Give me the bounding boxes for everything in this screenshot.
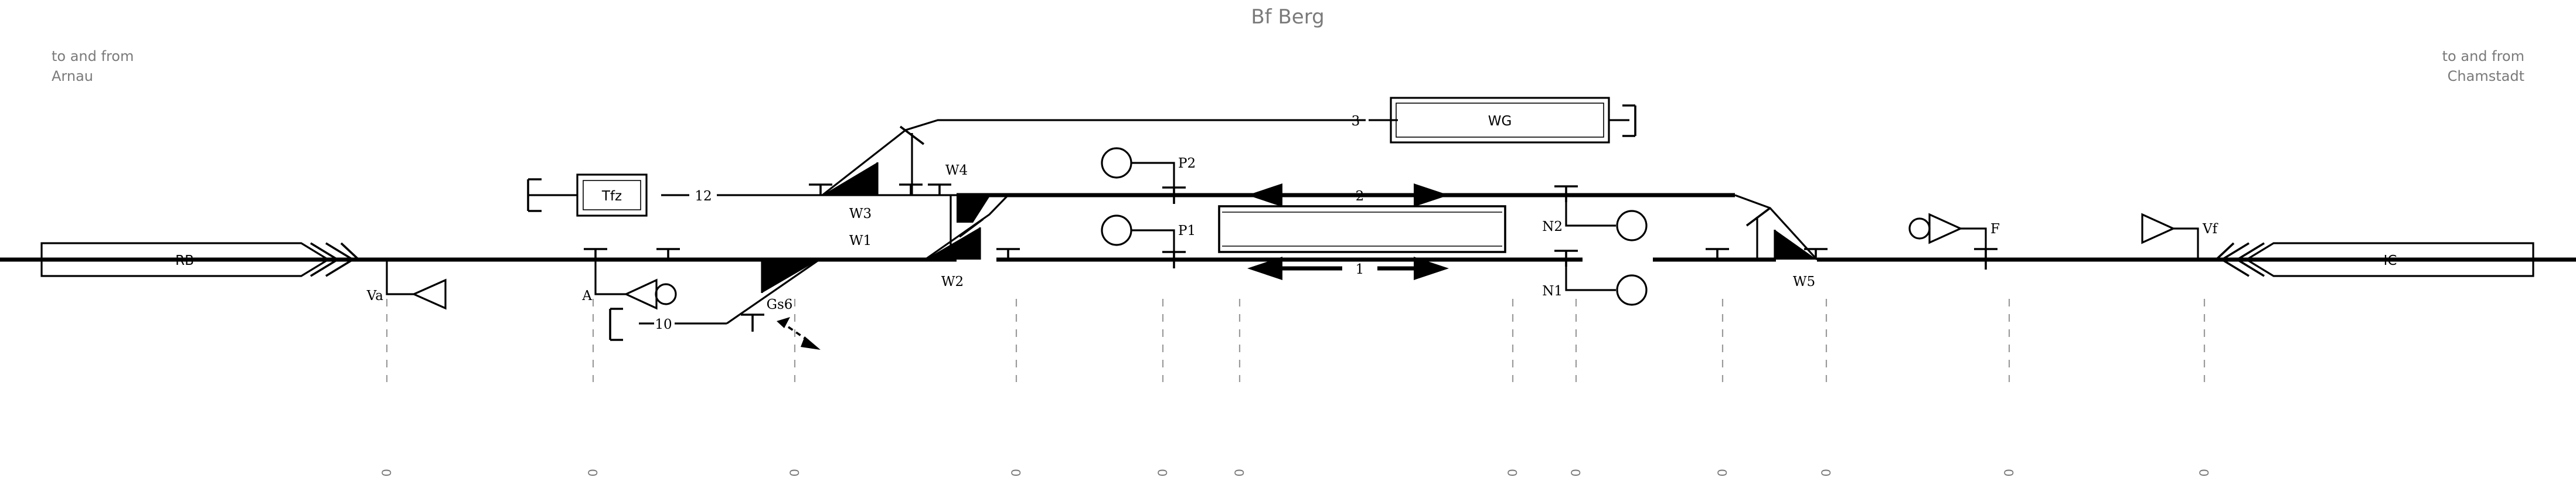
track-joint-w2-right [996,248,1020,260]
km-marker-label: 9.200 [1716,469,1730,477]
km-marker-label: 8.750 [1233,469,1247,477]
signal-vf-label: Vf [2202,222,2218,237]
track-joint-10 [741,314,764,332]
signal-f-label: F [1990,222,2000,237]
track-1-number: 1 [1356,262,1364,277]
signal-p1-label: P1 [1178,223,1196,238]
track-2-number: 2 [1356,189,1364,204]
km-marker-label: 7.200 [380,469,394,477]
facility-box-wg-label: WG [1488,114,1512,129]
km-marker-label: 8.600 [1009,469,1023,477]
track-3-line [822,119,1366,196]
train-box-ic[interactable]: IC [2244,242,2576,277]
switch-w5-label: W5 [1793,274,1815,289]
km-marker-label: 9.300 [1819,469,1833,477]
train-box-ic-label: IC [2384,253,2397,268]
right-direction-line2: Chamstadt [2448,68,2524,84]
direction-chevrons-left [310,242,360,277]
signal-va[interactable]: Va [366,260,447,310]
signal-p2-label: P2 [1178,156,1196,171]
switch-w2-label: W2 [941,274,964,289]
track-1-arrows [1247,257,1449,280]
signal-n1-label: N1 [1542,284,1563,299]
train-box-rb[interactable]: RB [0,242,331,277]
switch-w4[interactable]: W4 [945,163,991,223]
track-joint-w5-right [1804,248,1828,260]
diagram-title: Bf Berg [1251,5,1324,29]
track-joint-w1-left [656,248,680,260]
signal-n1[interactable]: N1 [1542,260,1648,306]
track-joint-w4 [928,183,951,195]
signal-va-label: Va [366,288,383,304]
facility-box-wg[interactable]: WG [1390,97,1610,144]
right-direction-line1: to and from [2442,48,2524,64]
derailer-gs6[interactable]: Gs6 [767,297,821,350]
switch-w4-label: W4 [945,163,968,178]
km-marker-label: 9.100 [1569,469,1583,477]
insulated-joint-w5-icon [1745,207,1771,227]
track-joint-w3-left [809,183,832,195]
signal-a[interactable]: A [581,260,677,310]
buffer-stop-wg-icon [1622,104,1636,137]
track-joint-f [1974,248,1997,270]
track-joint-p2 [1162,186,1186,204]
switch-w3-label: W3 [849,206,872,222]
km-marker-label: 8.200 [586,469,600,477]
track-12-number: 12 [695,189,712,204]
track-joint-n1 [1554,250,1578,267]
left-direction-line1: to and from [52,48,134,64]
km-marker-label: 8.700 [1156,469,1170,477]
km-marker-label: 10.500 [2197,469,2211,477]
signal-n2[interactable]: N2 [1542,195,1648,241]
signal-p1[interactable]: P1 [1101,214,1196,258]
km-marker-label: 8.400 [788,469,802,477]
train-box-rb-label: RB [175,253,194,268]
signal-a-label: A [581,288,592,304]
km-marker-label: 9.000 [1506,469,1520,477]
km-leader-lines [386,299,2206,382]
track-2-arrows [1247,183,1449,207]
switch-w1-label: W1 [849,233,872,248]
facility-box-tfz-label: Tfz [601,189,622,204]
signal-vf[interactable]: Vf [2141,213,2218,260]
km-marker-label: 9.500 [2002,469,2016,477]
track-joint-p1 [1162,251,1186,268]
track-joint-w5-left [1706,248,1729,260]
track-joint-marks-1 [584,248,607,260]
insulated-joint-w2-icon [958,218,984,238]
switch-w5[interactable]: W5 [1734,194,1818,289]
switch-w1[interactable]: W1 [726,233,872,325]
track-10-number: 10 [655,317,672,332]
switch-w3[interactable]: W3 [822,162,879,222]
buffer-stop-tfz-icon [527,178,542,212]
buffer-stop-10-icon [609,308,623,341]
track-3-number: 3 [1352,114,1360,129]
direction-chevrons-right [2215,242,2265,277]
platform [1218,205,1506,253]
derailer-gs6-label: Gs6 [767,297,793,312]
switch-w2[interactable]: W2 [924,194,1009,289]
facility-box-tfz[interactable]: Tfz [576,173,648,217]
track-joint-n2 [1554,185,1578,202]
km-marker-labels: 7.200 8.200 8.400 8.600 8.700 8.750 9.000 9.100… [380,469,2211,477]
signal-p2[interactable]: P2 [1101,147,1196,193]
left-direction-line2: Arnau [52,68,93,84]
signal-n2-label: N2 [1542,219,1563,234]
track-joint-w3-right [899,183,923,195]
